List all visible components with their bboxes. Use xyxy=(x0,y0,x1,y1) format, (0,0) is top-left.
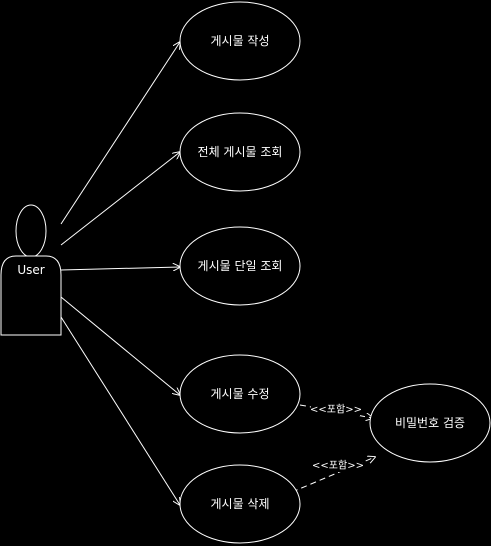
use-case-write-shape xyxy=(179,1,301,81)
use-case-list-shape xyxy=(179,112,301,192)
use-case-list-label: 전체 게시물 조회 xyxy=(198,145,283,159)
use-case-list[interactable]: 전체 게시물 조회 xyxy=(179,112,301,192)
association-line-detail xyxy=(60,267,180,270)
use-case-detail-label: 게시물 단일 조회 xyxy=(198,259,283,273)
association-line-edit xyxy=(60,296,180,395)
use-case-detail[interactable]: 게시물 단일 조회 xyxy=(179,226,301,306)
use-case-verify[interactable]: 비밀번호 검증 xyxy=(369,383,491,463)
include-label-delete-text: <<포함>> xyxy=(312,460,364,472)
use-case-write-label: 게시물 작성 xyxy=(210,34,269,48)
association-line-write xyxy=(60,42,180,225)
association-line-delete xyxy=(60,316,180,505)
actor-label: User xyxy=(17,263,44,277)
include-label-edit-text: <<포함>> xyxy=(310,404,362,416)
actor-head xyxy=(15,204,47,258)
actor-user[interactable]: User xyxy=(0,204,62,336)
use-case-delete[interactable]: 게시물 삭제 xyxy=(179,464,301,544)
use-case-delete-label: 게시물 삭제 xyxy=(210,497,269,511)
use-case-write[interactable]: 게시물 작성 xyxy=(179,1,301,81)
use-case-detail-shape xyxy=(179,226,301,306)
use-case-edit-label: 게시물 수정 xyxy=(210,387,269,401)
include-label-delete: <<포함>> xyxy=(312,460,364,472)
actor-body xyxy=(0,255,62,336)
include-lines: <<포함>> <<포함>> xyxy=(291,404,375,493)
use-case-edit-shape xyxy=(179,354,301,434)
association-lines xyxy=(60,42,180,505)
use-case-edit[interactable]: 게시물 수정 xyxy=(179,354,301,434)
use-case-delete-shape xyxy=(179,464,301,544)
include-label-edit: <<포함>> xyxy=(310,404,362,416)
association-line-list xyxy=(60,152,180,246)
use-case-verify-shape xyxy=(369,383,491,463)
use-case-verify-label: 비밀번호 검증 xyxy=(395,416,465,430)
